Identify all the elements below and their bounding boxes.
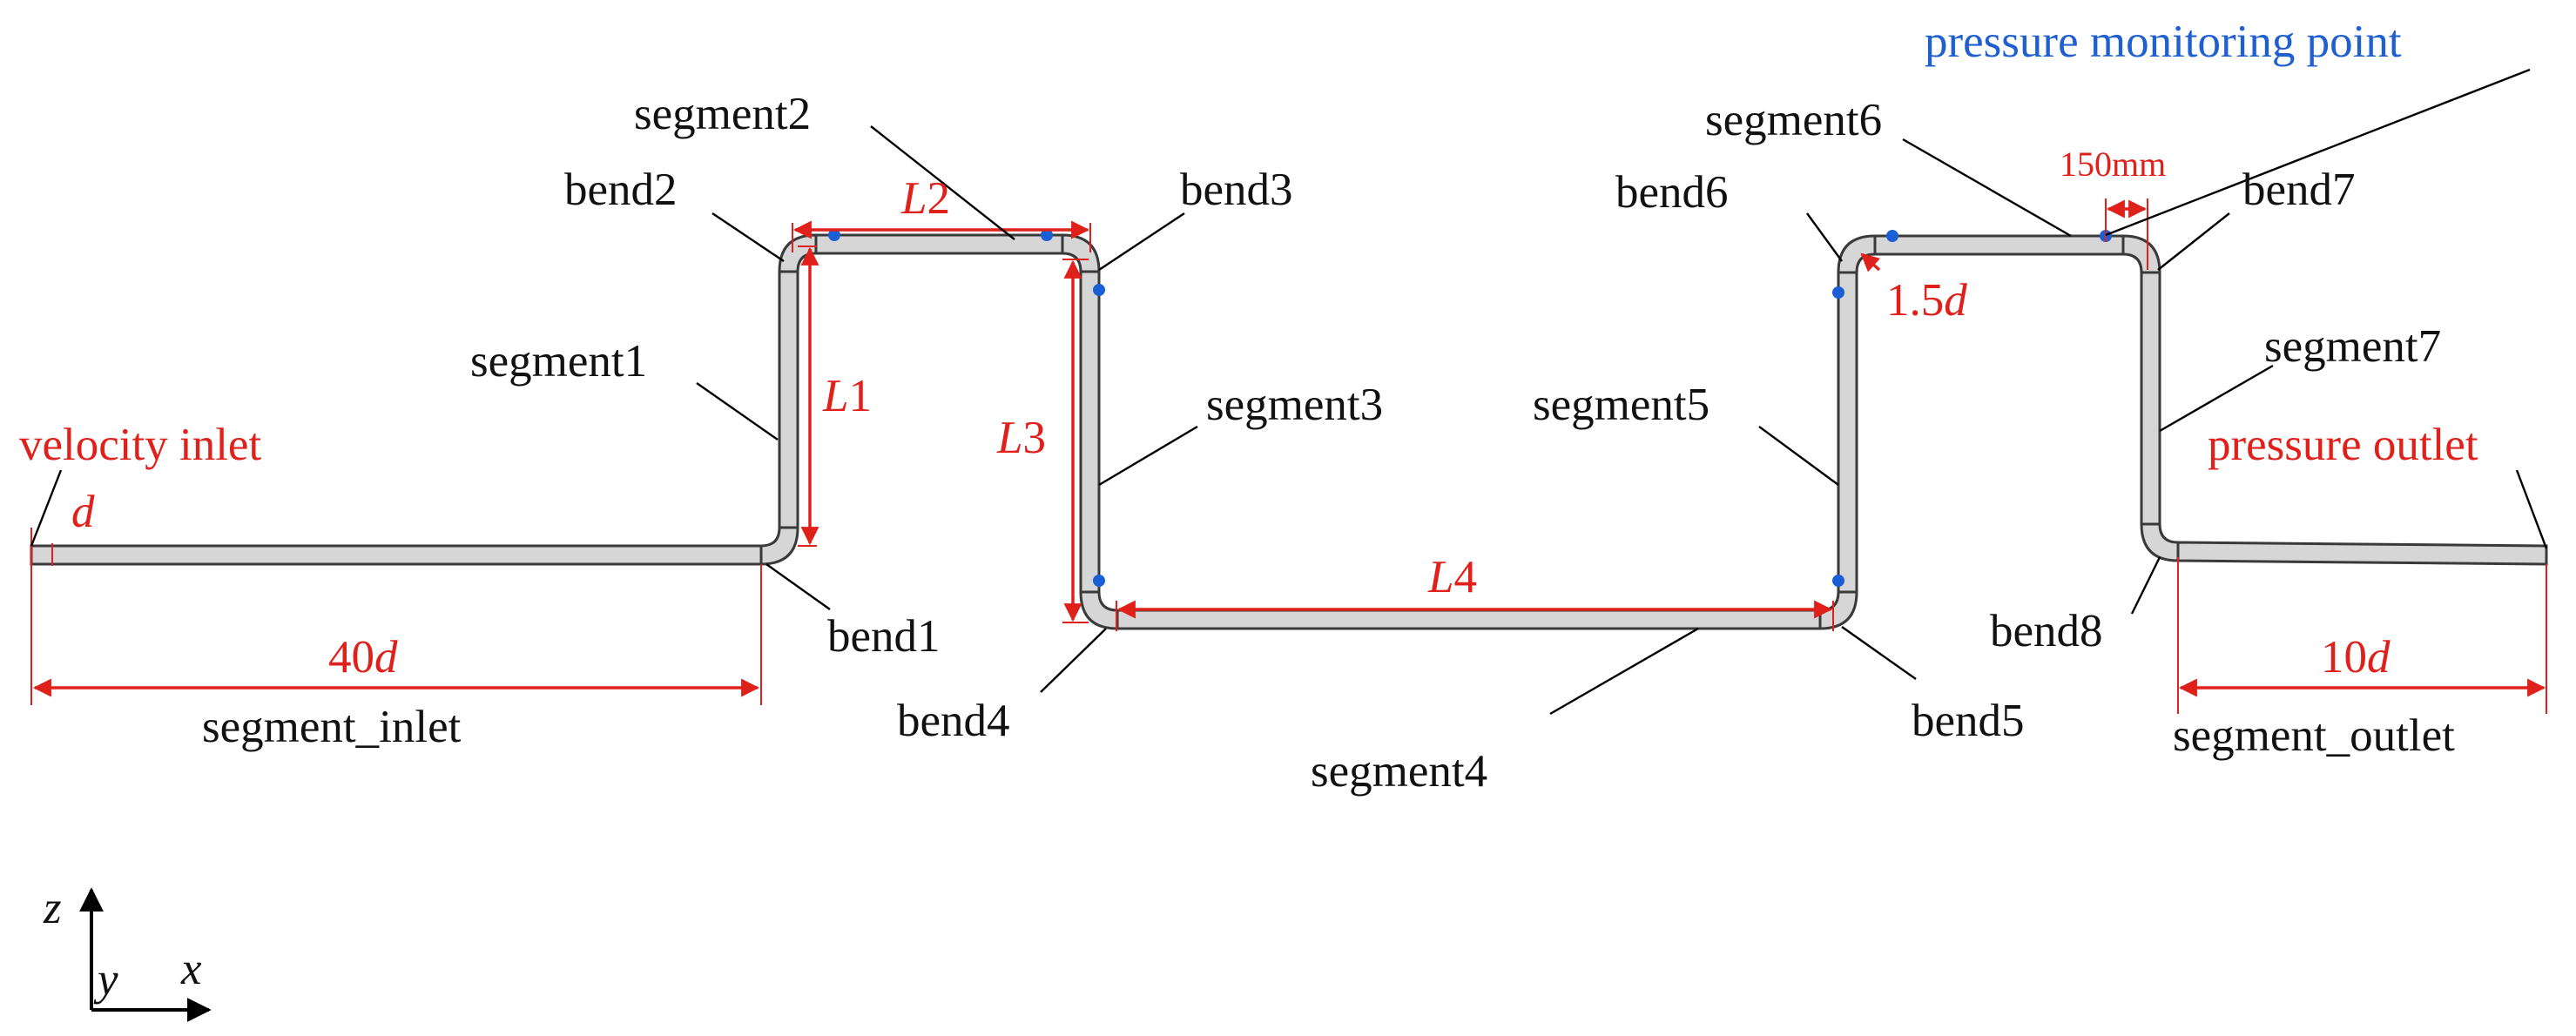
bend2-label: bend2 [564, 165, 678, 215]
bend8-label: bend8 [1990, 606, 2103, 656]
l3-number: 3 [1022, 413, 1046, 463]
dimension-labels: d 40d 10d 1.5d L1 L2 L3 L4 150mm [71, 145, 2391, 683]
monitor-dot [1832, 575, 1844, 587]
segment6-pipe [1873, 234, 2125, 256]
segment-inlet-pipe [30, 544, 763, 566]
l1-number: 1 [848, 371, 872, 421]
l1-label: L1 [822, 371, 872, 421]
l1-letter: L [822, 371, 848, 421]
diameter-label: d [71, 487, 95, 537]
monitor-dot [1093, 284, 1105, 296]
l4-number: 4 [1453, 552, 1477, 602]
leader-lines [30, 68, 2548, 716]
axis-triad: z y x [43, 883, 212, 1022]
segment6-leader [1902, 138, 2072, 238]
inlet-length-number: 40 [328, 632, 374, 683]
bend-radius-number: 1.5 [1886, 275, 1944, 326]
bend4-label: bend4 [897, 696, 1010, 746]
segment7-leader [2159, 364, 2274, 433]
bend1-pipe [759, 526, 799, 566]
pressure-outlet-label: pressure outlet [2208, 420, 2478, 470]
segment5-leader [1758, 426, 1839, 486]
bend-radius-arrow [1860, 252, 1881, 272]
segment1-label: segment1 [470, 336, 647, 387]
l2-letter: L [900, 173, 927, 224]
segment-inlet-label: segment_inlet [202, 702, 462, 752]
segment1-pipe [778, 270, 799, 529]
velocity-inlet-label: velocity inlet [19, 420, 261, 470]
segment4-label: segment4 [1311, 746, 1487, 797]
inlet-length-unit: d [374, 632, 398, 683]
bend7-label: bend7 [2242, 165, 2356, 215]
segment2-pipe [814, 233, 1064, 255]
bend7-leader [2157, 212, 2230, 271]
outlet-length-number: 10 [2321, 632, 2367, 683]
segment2-label: segment2 [634, 89, 811, 139]
segment6-label: segment6 [1705, 95, 1882, 145]
bend1-leader [765, 563, 831, 610]
l4-label: L4 [1427, 552, 1477, 602]
bend-radius-unit: d [1944, 275, 1967, 326]
bend-radius-label: 1.5d [1886, 275, 1967, 326]
segment7-label: segment7 [2264, 321, 2441, 372]
segment1-leader [696, 382, 779, 441]
bend2-leader [711, 212, 785, 262]
bend5-label: bend5 [1912, 696, 2025, 746]
outlet-length-unit: d [2367, 632, 2391, 683]
velocity-inlet-leader [30, 469, 63, 547]
bend3-pipe [1061, 233, 1101, 273]
segment4-pipe [1116, 609, 1822, 630]
bend7-pipe [2121, 234, 2161, 274]
monitor-dot [1832, 286, 1844, 299]
pipe-body [30, 233, 2548, 630]
bend6-pipe [1837, 234, 1877, 274]
segment3-pipe [1079, 270, 1101, 594]
l2-label: L2 [900, 173, 950, 224]
bend6-label: bend6 [1615, 167, 1729, 218]
y-axis-label: y [93, 954, 118, 1005]
z-axis-label: z [43, 883, 62, 933]
boundary-labels: velocity inlet pressure outlet pressure … [19, 17, 2478, 470]
dimensions [30, 198, 2547, 714]
segment-outlet-pipe [2176, 541, 2548, 566]
x-axis-label: x [180, 944, 202, 994]
bend1-label: bend1 [827, 611, 941, 662]
offset-label: 150mm [2060, 145, 2166, 184]
segment5-pipe [1837, 271, 1858, 594]
outlet-length-label: 10d [2321, 632, 2391, 683]
l3-letter: L [996, 413, 1022, 463]
bend6-leader [1806, 212, 1843, 262]
monitor-point-leader [2105, 68, 2531, 237]
segment7-pipe [2140, 271, 2161, 526]
l3-label: L3 [996, 413, 1046, 463]
segment2-leader [870, 125, 1015, 240]
segment4-leader [1549, 627, 1699, 716]
component-labels: segment1 segment2 segment3 segment4 segm… [202, 89, 2455, 797]
l4-letter: L [1427, 552, 1453, 602]
segment-outlet-label: segment_outlet [2173, 710, 2455, 761]
bend8-leader [2130, 556, 2161, 615]
bend4-leader [1040, 628, 1107, 693]
segment5-label: segment5 [1533, 380, 1709, 430]
bend3-label: bend3 [1180, 165, 1293, 215]
monitor-dot [1093, 575, 1105, 587]
inlet-length-label: 40d [328, 632, 398, 683]
bend8-pipe [2140, 522, 2180, 562]
segment3-label: segment3 [1206, 380, 1383, 430]
l2-number: 2 [927, 173, 950, 224]
bend3-leader [1098, 212, 1185, 272]
bend5-leader [1841, 626, 1917, 680]
pressure-monitoring-point-label: pressure monitoring point [1925, 17, 2402, 67]
pressure-outlet-leader [2515, 469, 2548, 549]
monitor-dot [1886, 230, 1898, 242]
segment3-leader [1098, 425, 1198, 487]
